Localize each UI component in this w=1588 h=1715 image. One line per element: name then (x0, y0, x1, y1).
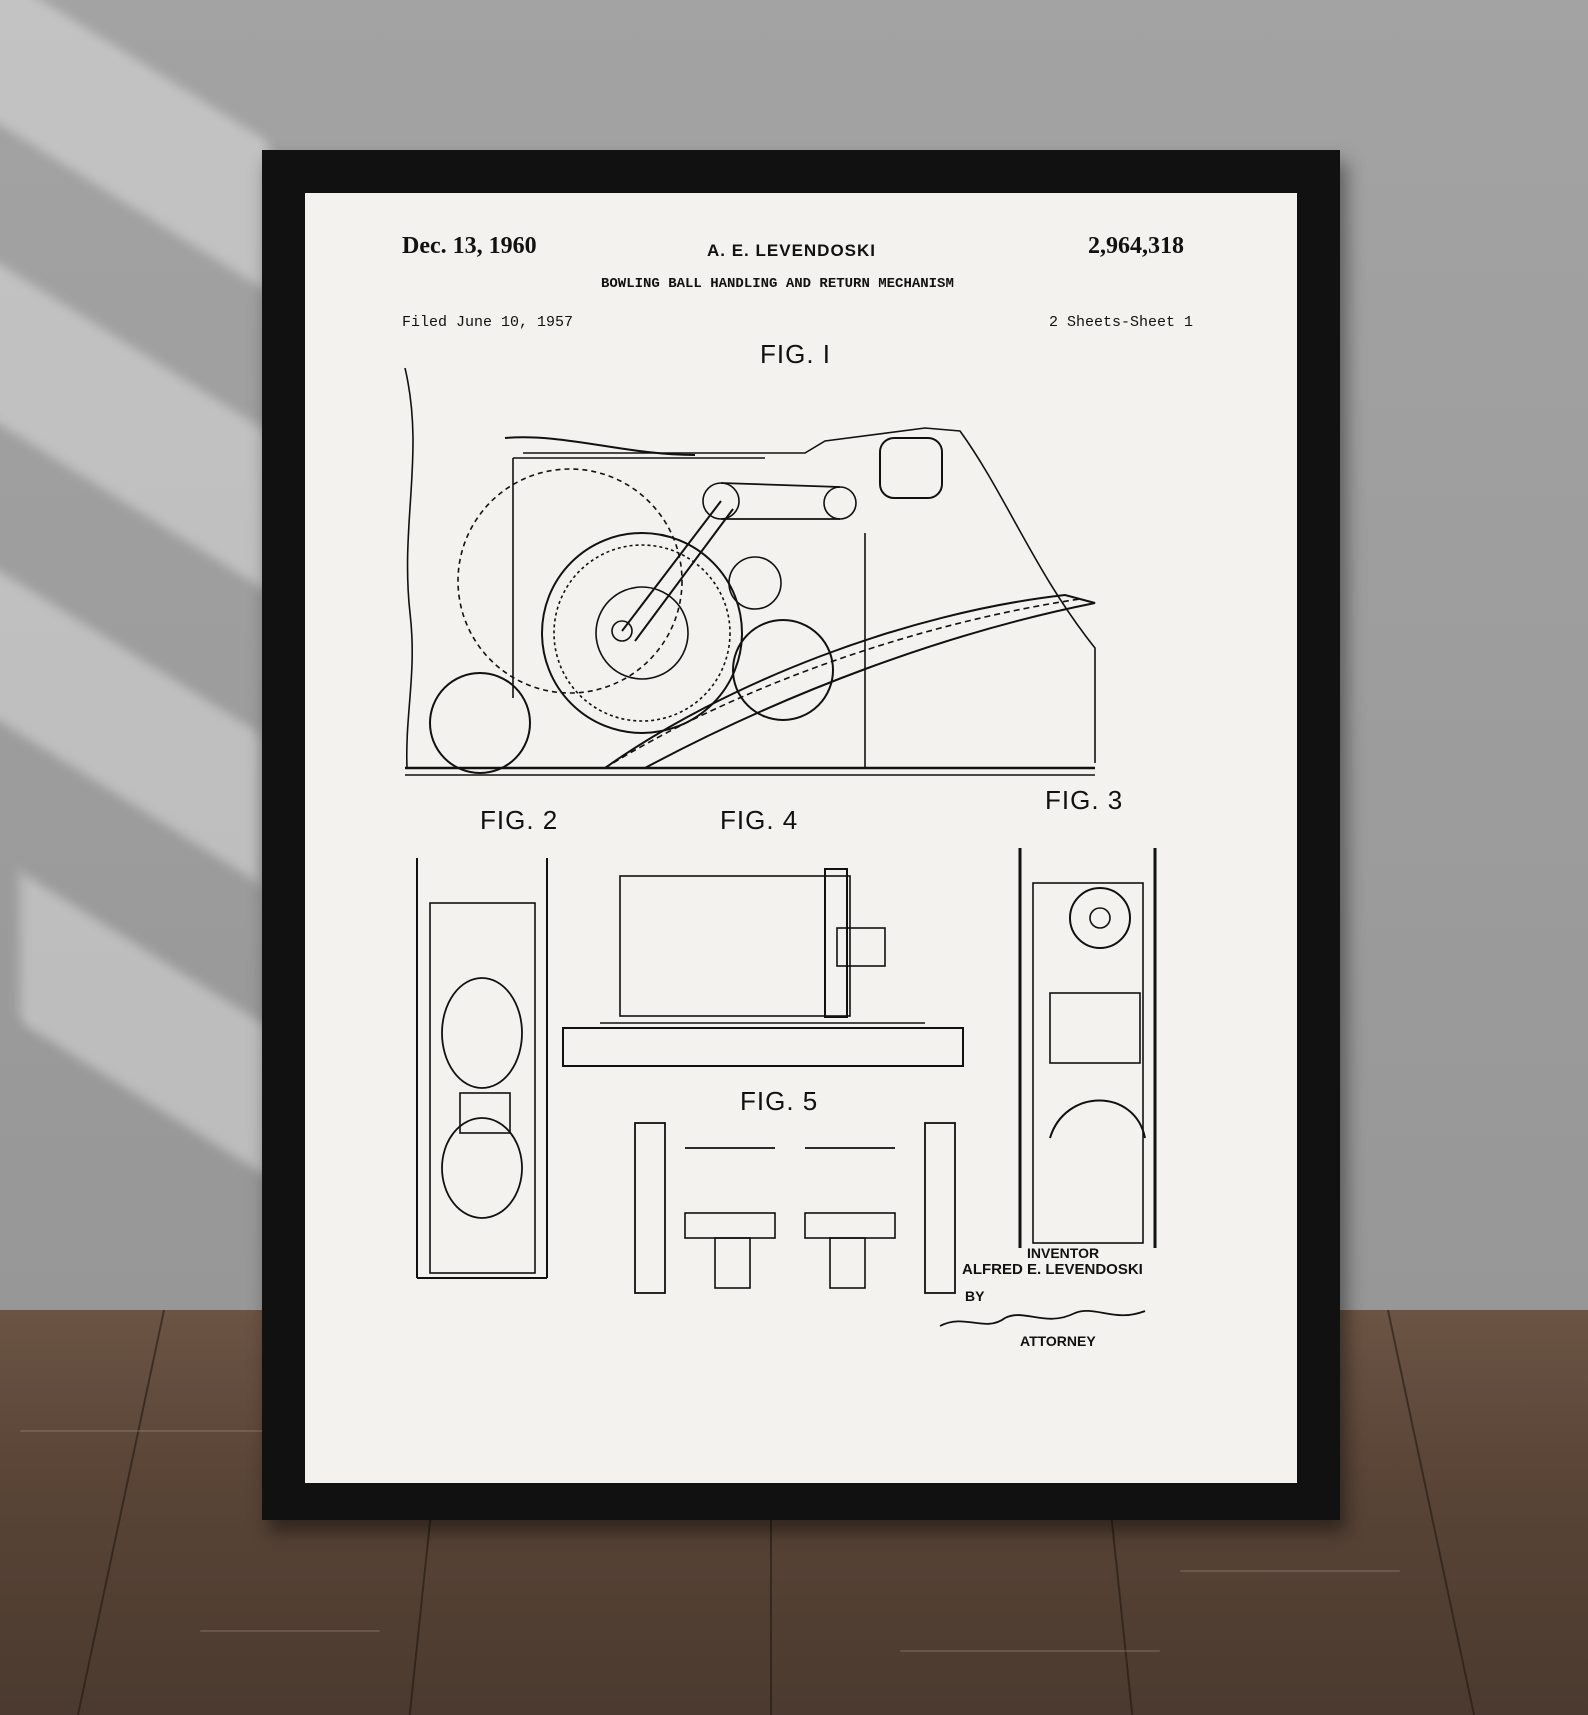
fig1-label: FIG. I (760, 339, 831, 369)
window-light-stripe (20, 871, 270, 1179)
floor-plank-seam (1386, 1310, 1476, 1715)
patent-inventor-header: A. E. LEVENDOSKI (707, 241, 877, 260)
fig2-drawing (416, 858, 548, 1279)
wood-grain (1180, 1570, 1400, 1572)
window-light-stripe (0, 546, 260, 884)
inventor-label: INVENTOR (1027, 1245, 1100, 1261)
signature-scribble (939, 1310, 1146, 1327)
fig4-drawing (562, 868, 964, 1067)
wood-grain (900, 1650, 1160, 1652)
patent-drawing (404, 367, 1157, 1327)
patent-poster: Dec. 13, 1960 A. E. LEVENDOSKI 2,964,318… (305, 193, 1297, 1483)
patent-number: 2,964,318 (1088, 233, 1184, 259)
inventor-name: ALFRED E. LEVENDOSKI (962, 1261, 1143, 1278)
by-label: BY (965, 1288, 985, 1304)
fig1-drawing (404, 367, 1096, 776)
floor-plank-seam (76, 1310, 166, 1715)
fig3-label: FIG. 3 (1045, 785, 1124, 815)
window-light-stripe (0, 0, 270, 294)
patent-sheet-info: 2 Sheets-Sheet 1 (1049, 314, 1194, 331)
attorney-label: ATTORNEY (1020, 1333, 1096, 1349)
wood-grain (20, 1430, 280, 1432)
wood-grain (200, 1630, 380, 1632)
patent-date: Dec. 13, 1960 (402, 233, 537, 259)
patent-title: BOWLING BALL HANDLING AND RETURN MECHANI… (601, 276, 954, 292)
fig3-drawing (1018, 848, 1157, 1248)
fig5-label: FIG. 5 (740, 1086, 819, 1116)
fig5-drawing (634, 1122, 956, 1294)
fig2-label: FIG. 2 (480, 805, 559, 835)
fig4-label: FIG. 4 (720, 805, 799, 835)
patent-filed-date: Filed June 10, 1957 (402, 314, 574, 331)
window-light-stripe (0, 226, 270, 594)
